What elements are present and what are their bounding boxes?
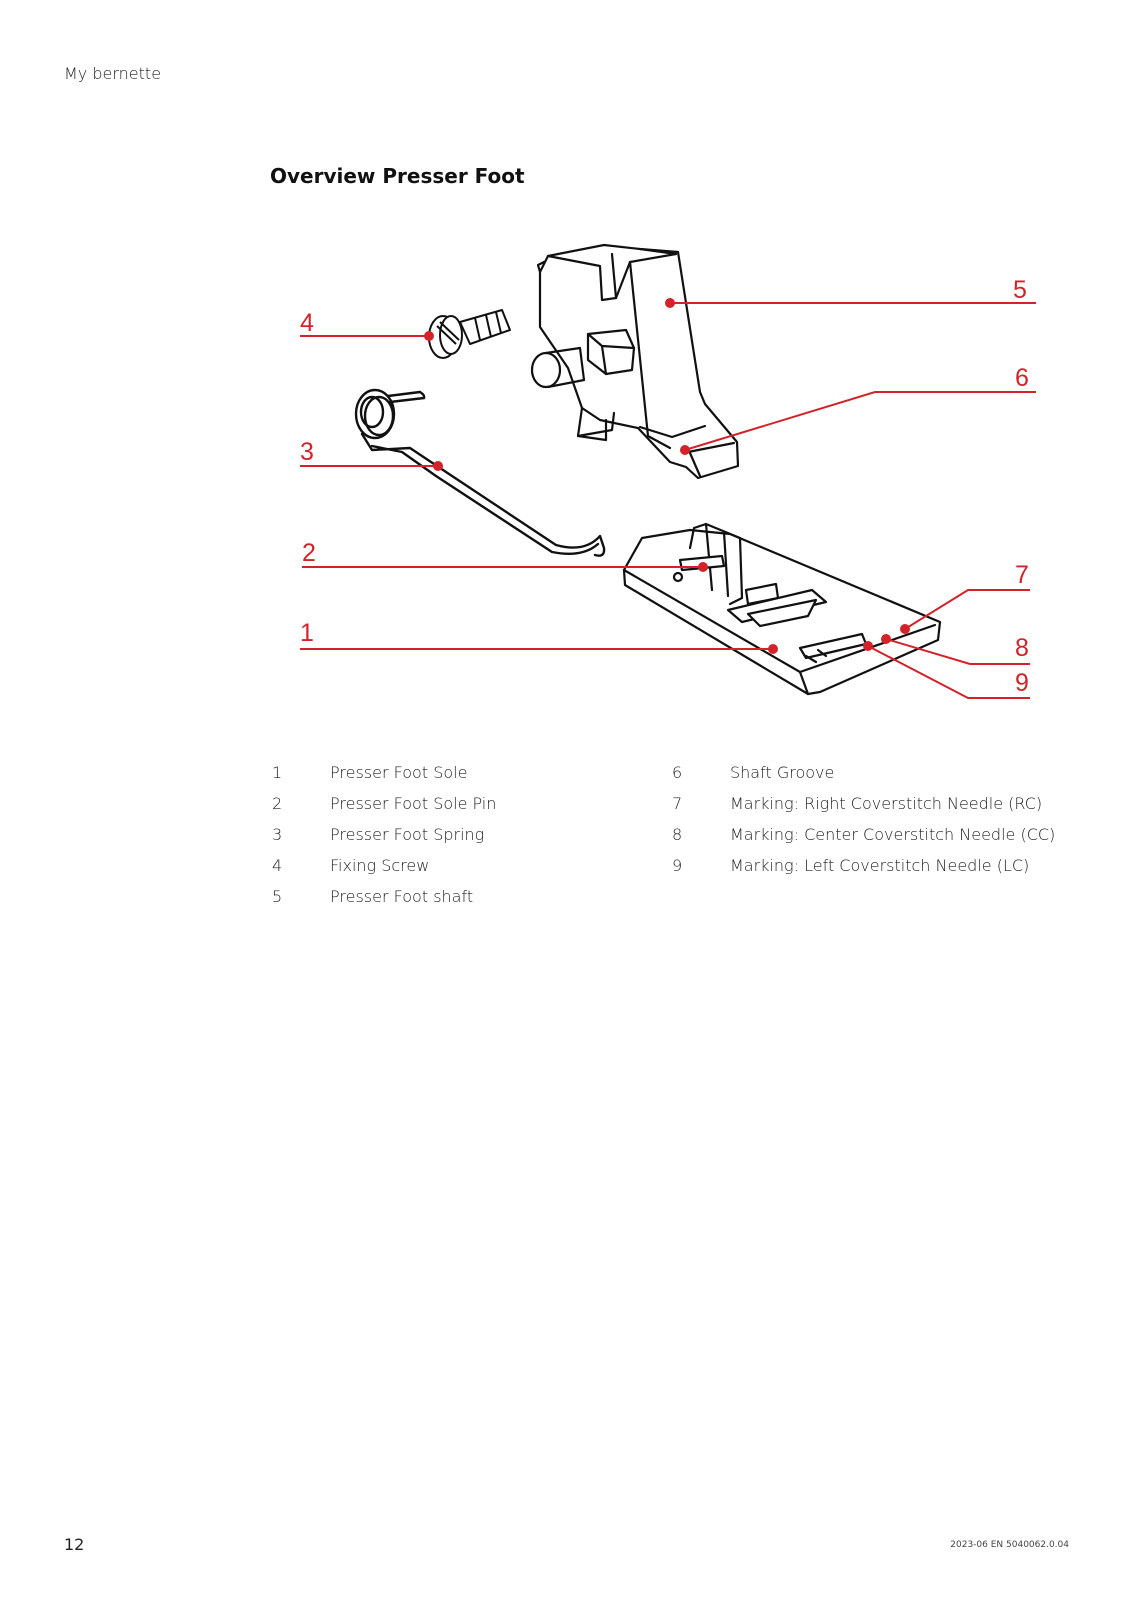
leader-line-9 bbox=[867, 645, 1030, 699]
legend-item-number: 1 bbox=[272, 763, 283, 782]
legend-item-number: 2 bbox=[272, 794, 283, 813]
callout-dot-9 bbox=[863, 641, 873, 651]
callout-numbers: 1 2 3 4 5 6 7 8 9 bbox=[300, 276, 1029, 697]
callout-number-3: 3 bbox=[300, 438, 314, 466]
legend-item-label: Fixing Screw bbox=[330, 856, 430, 875]
callout-dot-8 bbox=[881, 634, 891, 644]
fixing-screw-drawing bbox=[428, 309, 511, 359]
callout-leaders bbox=[300, 302, 1036, 699]
legend-item-label: Marking: Right Coverstitch Needle (RC) bbox=[730, 794, 1043, 813]
legend-item-number: 4 bbox=[272, 856, 283, 875]
presser-foot-spring-drawing bbox=[354, 388, 606, 557]
legend-item-number: 5 bbox=[272, 887, 283, 906]
callout-number-1: 1 bbox=[300, 619, 314, 647]
callout-dot-7 bbox=[900, 624, 910, 634]
page-number: 12 bbox=[64, 1535, 85, 1554]
running-header: My bernette bbox=[64, 64, 162, 83]
presser-foot-diagram: 1 2 3 4 5 6 7 8 9 bbox=[300, 243, 1036, 699]
legend-item-number: 7 bbox=[672, 794, 683, 813]
callout-number-8: 8 bbox=[1015, 634, 1029, 662]
callout-dot-1 bbox=[768, 644, 778, 654]
parts-legend: 1 Presser Foot Sole 2 Presser Foot Sole … bbox=[270, 763, 1070, 923]
legend-item-label: Shaft Groove bbox=[730, 763, 835, 782]
presser-foot-shaft-drawing bbox=[530, 243, 740, 480]
callout-number-9: 9 bbox=[1015, 669, 1029, 697]
legend-item-label: Presser Foot Sole bbox=[330, 763, 468, 782]
leader-line-8 bbox=[885, 638, 1030, 665]
callout-dot-2 bbox=[698, 562, 708, 572]
callout-dot-6 bbox=[680, 445, 690, 455]
legend-item-label: Marking: Center Coverstitch Needle (CC) bbox=[730, 825, 1056, 844]
legend-item-label: Marking: Left Coverstitch Needle (LC) bbox=[730, 856, 1030, 875]
legend-item-label: Presser Foot Spring bbox=[330, 825, 485, 844]
legend-item-label: Presser Foot Sole Pin bbox=[330, 794, 497, 813]
leader-line-6 bbox=[684, 391, 1036, 451]
legend-item-number: 3 bbox=[272, 825, 283, 844]
callout-number-4: 4 bbox=[300, 309, 314, 337]
callout-number-2: 2 bbox=[302, 539, 316, 567]
callout-number-5: 5 bbox=[1013, 276, 1027, 304]
legend-item-label: Presser Foot shaft bbox=[330, 887, 474, 906]
callout-dot-3 bbox=[433, 461, 443, 471]
callout-number-7: 7 bbox=[1015, 561, 1029, 589]
legend-item-number: 9 bbox=[672, 856, 683, 875]
callout-dot-5 bbox=[665, 298, 675, 308]
section-title: Overview Presser Foot bbox=[270, 164, 525, 188]
document-code: 2023-06 EN 5040062.0.04 bbox=[950, 1540, 1069, 1550]
callout-dot-4 bbox=[424, 331, 434, 341]
presser-foot-sole-drawing bbox=[622, 522, 942, 696]
legend-item-number: 8 bbox=[672, 825, 683, 844]
callout-dots bbox=[424, 298, 910, 654]
legend-item-number: 6 bbox=[672, 763, 683, 782]
callout-number-6: 6 bbox=[1015, 364, 1029, 392]
leader-line-7 bbox=[904, 589, 1030, 630]
